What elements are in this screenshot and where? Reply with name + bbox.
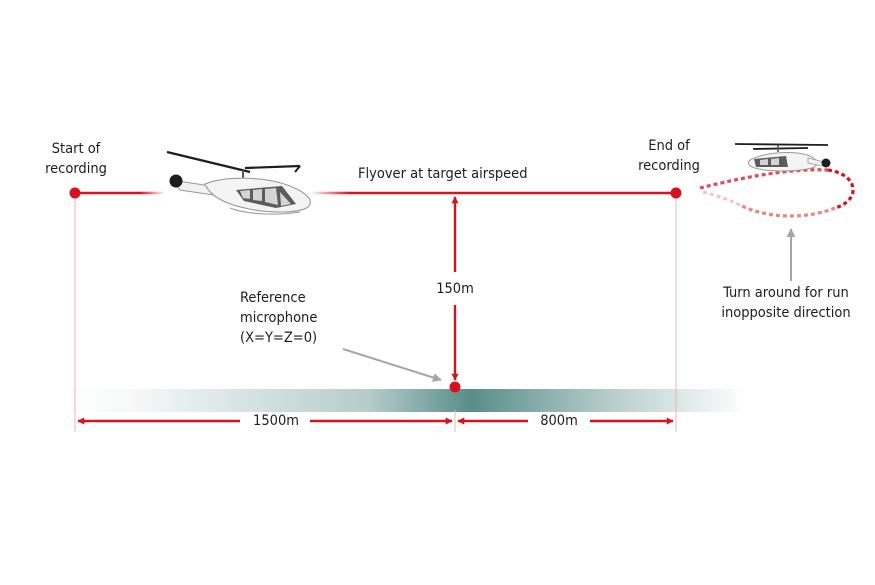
mic-label-line1: Reference bbox=[240, 290, 306, 306]
turnaround-label: Turn around for run inopposite direction bbox=[706, 283, 866, 323]
small-helicopter-icon bbox=[734, 143, 831, 172]
altitude-label-bg bbox=[430, 278, 480, 300]
end-label-line1: End of bbox=[648, 138, 690, 154]
helicopter-icon bbox=[166, 150, 311, 215]
start-label-line1: Start of bbox=[51, 141, 101, 157]
start-label-line2: recording bbox=[45, 161, 107, 177]
ground-strip bbox=[35, 387, 745, 412]
distance-left-label: 1500m bbox=[253, 413, 299, 429]
end-of-recording-label: End of recording bbox=[631, 136, 707, 176]
end-point bbox=[670, 187, 682, 199]
reference-microphone-point bbox=[449, 381, 461, 393]
reference-microphone-label: Reference microphone (X=Y=Z=0) bbox=[240, 288, 317, 348]
microphone-pointer-arrow bbox=[342, 348, 442, 382]
altitude-label: 150m bbox=[436, 281, 474, 297]
turnaround-path bbox=[699, 168, 855, 218]
distance-right-label: 800m bbox=[540, 413, 578, 429]
mic-label-line3: (X=Y=Z=0) bbox=[240, 330, 318, 346]
turn-label-line2: inopposite direction bbox=[721, 305, 851, 321]
flight-path bbox=[75, 191, 676, 195]
flyover-label: Flyover at target airspeed bbox=[358, 166, 528, 182]
end-label-line2: recording bbox=[638, 158, 700, 174]
mic-label-line2: microphone bbox=[240, 310, 318, 326]
start-point bbox=[69, 187, 81, 199]
turn-label-line1: Turn around for run bbox=[723, 285, 849, 301]
start-of-recording-label: Start of recording bbox=[38, 139, 114, 179]
